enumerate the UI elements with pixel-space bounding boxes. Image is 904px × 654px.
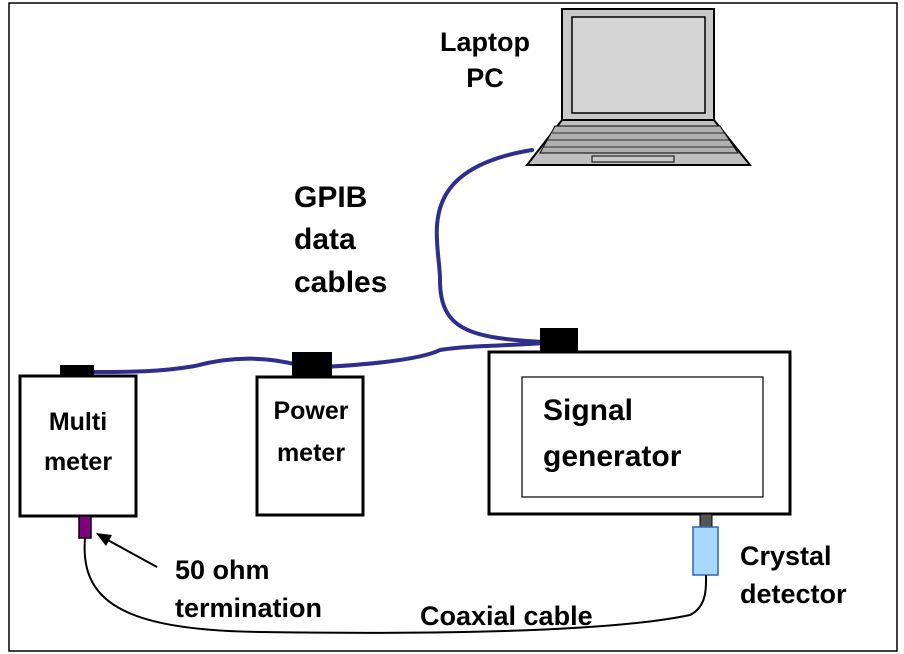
signal-generator-box	[487, 328, 792, 529]
outer-frame	[8, 2, 898, 652]
gpib-cable-laptop-siggen	[434, 148, 545, 344]
multimeter-box	[18, 365, 138, 518]
powermeter-gpib-connector	[292, 352, 332, 380]
termination-label-2: termination	[175, 593, 322, 623]
signal-generator-label-2: generator	[543, 440, 682, 473]
laptop-label-1: Laptop	[440, 27, 530, 57]
gpib-cables	[91, 148, 545, 374]
crystal-detector	[692, 526, 719, 576]
multimeter-label-2: meter	[44, 448, 112, 476]
gpib-label-2: data	[294, 223, 356, 256]
siggen-rf-port	[699, 513, 713, 529]
gpib-label-1: GPIB	[294, 181, 367, 214]
crystal-label-2: detector	[740, 579, 847, 609]
termination-label-1: 50 ohm	[175, 555, 270, 585]
termination-arrow	[96, 533, 158, 568]
gpib-label-3: cables	[294, 266, 387, 299]
multimeter-label-1: Multi	[49, 408, 107, 436]
coaxial-cable	[83, 537, 708, 634]
powermeter-label-1: Power	[273, 397, 348, 425]
coaxial-cable-label: Coaxial cable	[420, 601, 593, 631]
laptop-icon	[524, 8, 753, 166]
signal-generator-label-1: Signal	[543, 394, 633, 427]
laptop-label-2: PC	[466, 63, 504, 93]
gpib-cable-powermeter-multimeter	[91, 356, 300, 374]
crystal-label-1: Crystal	[740, 541, 832, 571]
powermeter-label-2: meter	[277, 439, 345, 467]
gpib-cable-siggen-powermeter	[296, 341, 545, 370]
power-meter-box	[255, 352, 365, 517]
termination-connector	[78, 515, 92, 539]
